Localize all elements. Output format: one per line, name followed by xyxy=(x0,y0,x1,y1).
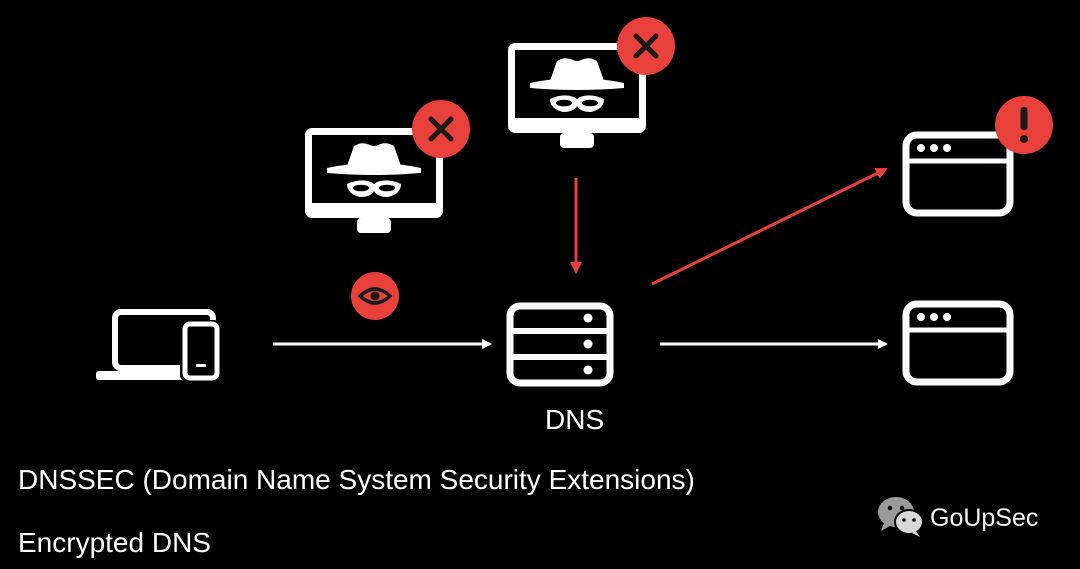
watermark-text: GoUpSec xyxy=(930,504,1039,532)
x-badge-icon xyxy=(412,100,470,158)
x-badge-icon xyxy=(617,17,675,75)
eye-icon xyxy=(351,272,399,320)
wechat-icon xyxy=(878,497,924,537)
dns-server-icon xyxy=(506,302,614,387)
arrow-dns-to-spoofed-website xyxy=(651,167,888,286)
laptop-phone-icon xyxy=(96,309,221,382)
browser-window-icon xyxy=(906,304,1010,382)
exclamation-badge-icon xyxy=(995,96,1053,154)
dns-label: DNS xyxy=(545,404,605,435)
browser-window-icon-spoofed xyxy=(906,135,1010,213)
encrypted-dns-label: Encrypted DNS xyxy=(18,527,211,558)
dnssec-label: DNSSEC (Domain Name System Security Exte… xyxy=(18,464,695,495)
